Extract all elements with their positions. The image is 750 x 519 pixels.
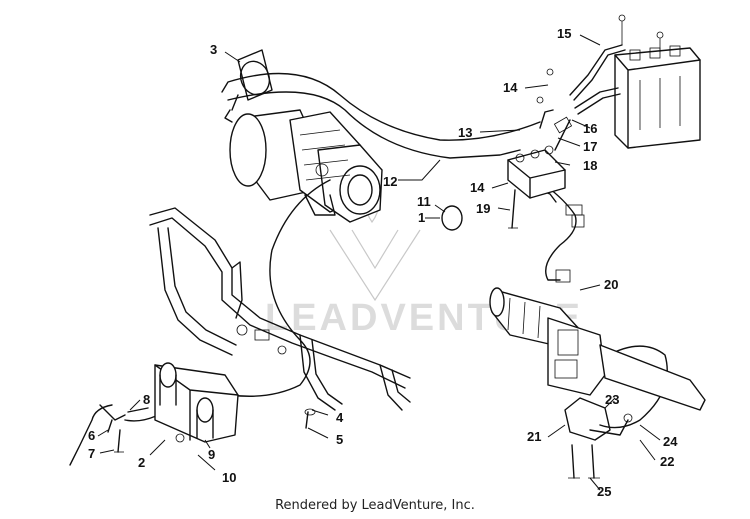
callout-labels: 1 2 3 4 5 6 7 8 9 10 11 12 13 14 14 15 1… [88,26,678,499]
callout-11: 11 [417,194,431,209]
callout-16: 16 [583,121,597,136]
callout-24: 24 [663,434,678,449]
callout-22: 22 [660,454,674,469]
callout-18: 18 [583,158,597,173]
render-credit: Rendered by LeadVenture, Inc. [275,498,475,513]
leader-lines [97,34,661,491]
handlebar-switch [489,214,706,479]
callout-8: 8 [143,392,150,407]
callout-20: 20 [604,277,618,292]
callout-15: 15 [557,26,571,41]
battery-cable-positive [569,44,623,96]
callout-17: 17 [583,139,597,154]
callout-13: 13 [458,125,472,140]
callout-19: 19 [476,201,490,216]
callout-1: 1 [418,210,425,225]
snap-ring [441,205,463,231]
battery [614,14,701,149]
callout-12: 12 [383,174,397,189]
callout-14-lower: 14 [470,180,485,195]
callout-3: 3 [210,42,217,57]
callout-5: 5 [336,432,343,447]
callout-6: 6 [88,428,95,443]
winch-mount [69,362,316,466]
solenoid [507,68,583,229]
callout-14-upper: 14 [503,80,518,95]
callout-10: 10 [222,470,236,485]
callout-23: 23 [605,392,619,407]
callout-9: 9 [208,447,215,462]
callout-25: 25 [597,484,611,499]
battery-cable-negative [574,87,619,109]
callout-21: 21 [527,429,541,444]
callout-4: 4 [336,410,344,425]
front-bumper-frame [149,207,411,411]
callout-7: 7 [88,446,95,461]
winch-assembly [224,49,383,223]
callout-2: 2 [138,455,145,470]
